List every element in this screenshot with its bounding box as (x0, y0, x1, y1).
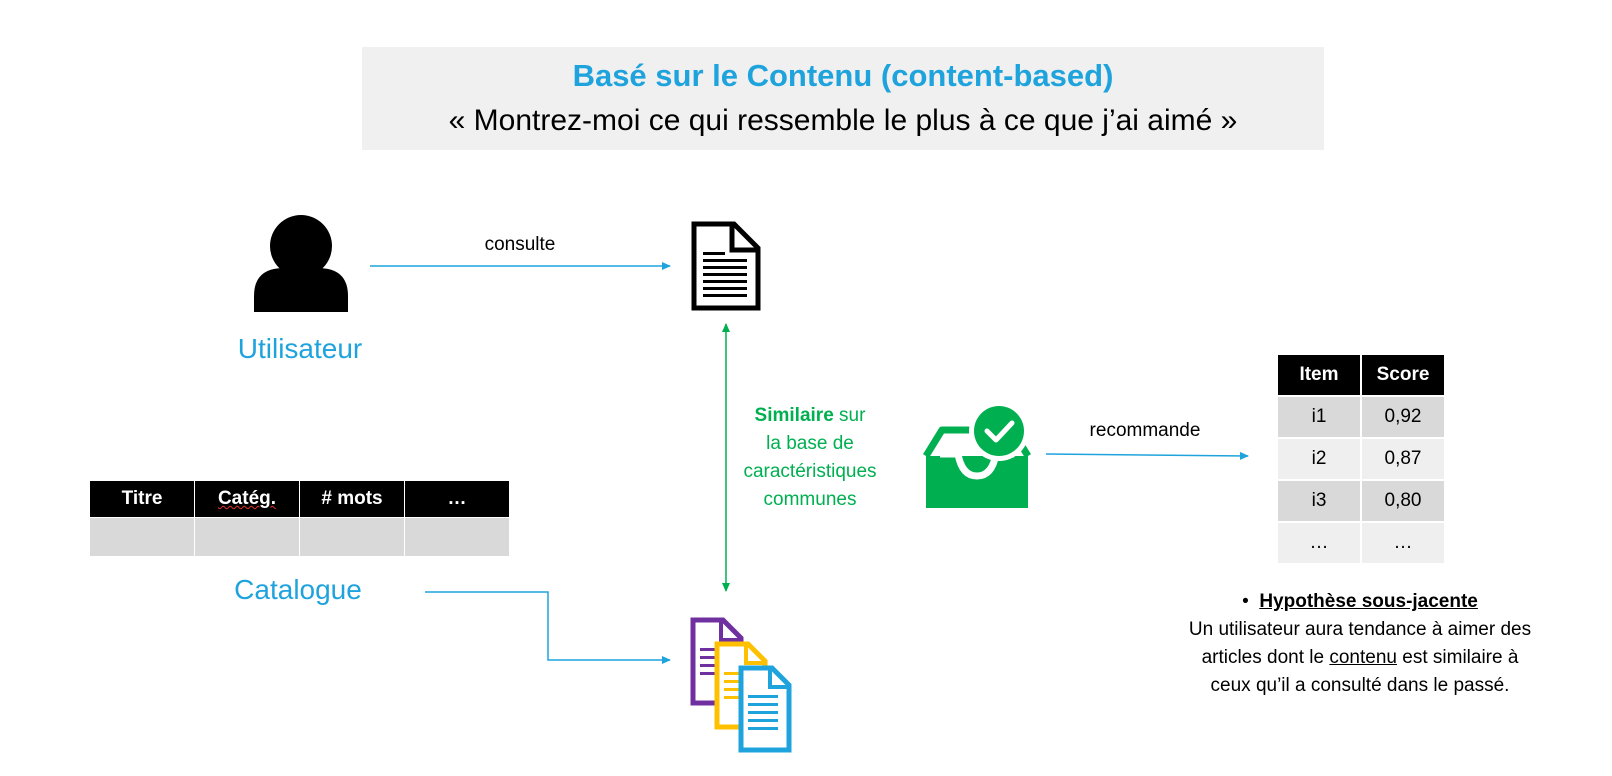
score-value-cell: 0,80 (1360, 479, 1446, 523)
person-icon (254, 215, 348, 312)
hypothesis-line2b: contenu (1329, 647, 1397, 668)
hypothesis-line2c: est similaire à (1402, 647, 1519, 668)
hypothesis-line2a: articles dont le (1201, 647, 1325, 668)
score-item-cell: i3 (1276, 479, 1362, 523)
document-icon (691, 221, 761, 311)
hypothesis-bullet: • (1242, 591, 1249, 612)
recommend-label: recommande (1089, 420, 1201, 441)
score-header-row: Item Score (1276, 353, 1446, 397)
page-subtitle: « Montrez-moi ce qui ressemble le plus à… (448, 104, 1238, 137)
similarity-line2: la base de (766, 433, 854, 454)
hypothesis-title: Hypothèse sous-jacente (1259, 591, 1478, 612)
catalogue-header-row: Titre Catég. # mots … (89, 480, 510, 518)
score-row: i2 0,87 (1276, 437, 1446, 481)
hypothesis-note: • Hypothèse sous-jacente Un utilisateur … (1150, 588, 1570, 700)
catalogue-col-words: # mots (299, 480, 405, 518)
similarity-bold: Similaire (754, 405, 834, 426)
score-col-item: Item (1276, 353, 1362, 397)
catalogue-arrow (425, 591, 671, 664)
hypothesis-line1: Un utilisateur aura tendance à aimer des (1188, 619, 1532, 640)
score-item-cell: i1 (1276, 395, 1362, 439)
score-value-cell: … (1360, 521, 1446, 565)
score-col-score: Score (1360, 353, 1446, 397)
recommend-arrow (1045, 451, 1249, 460)
score-value-cell: 0,92 (1360, 395, 1446, 439)
score-row: i3 0,80 (1276, 479, 1446, 523)
score-table: Item Score i1 0,92 i2 0,87 i3 0,80 … … (1276, 353, 1446, 565)
score-item-cell: … (1276, 521, 1362, 565)
catalogue-col-category: Catég. (194, 480, 300, 518)
similarity-line4: communes (763, 489, 857, 510)
score-value-cell: 0,87 (1360, 437, 1446, 481)
inbox-check-icon (923, 401, 1031, 508)
user-label: Utilisateur (237, 333, 363, 364)
catalogue-col-more: … (404, 480, 510, 518)
score-row: i1 0,92 (1276, 395, 1446, 439)
header-box (362, 47, 1324, 150)
hypothesis-line3: ceux qu’il a consulté dans le passé. (1210, 675, 1510, 696)
catalogue-table: Titre Catég. # mots … (89, 480, 510, 557)
catalogue-label: Catalogue (234, 574, 362, 605)
similarity-line3: caractéristiques (743, 461, 877, 482)
stacked-documents-icon (690, 617, 792, 753)
score-row: … … (1276, 521, 1446, 565)
catalogue-row (89, 517, 510, 557)
catalogue-col-title: Titre (89, 480, 195, 518)
consult-label: consulte (484, 234, 556, 255)
similarity-rest: sur (839, 405, 866, 426)
page-title: Basé sur le Contenu (content-based) (572, 58, 1114, 93)
similarity-text: Similaire sur la base de caractéristique… (730, 402, 890, 514)
score-item-cell: i2 (1276, 437, 1362, 481)
